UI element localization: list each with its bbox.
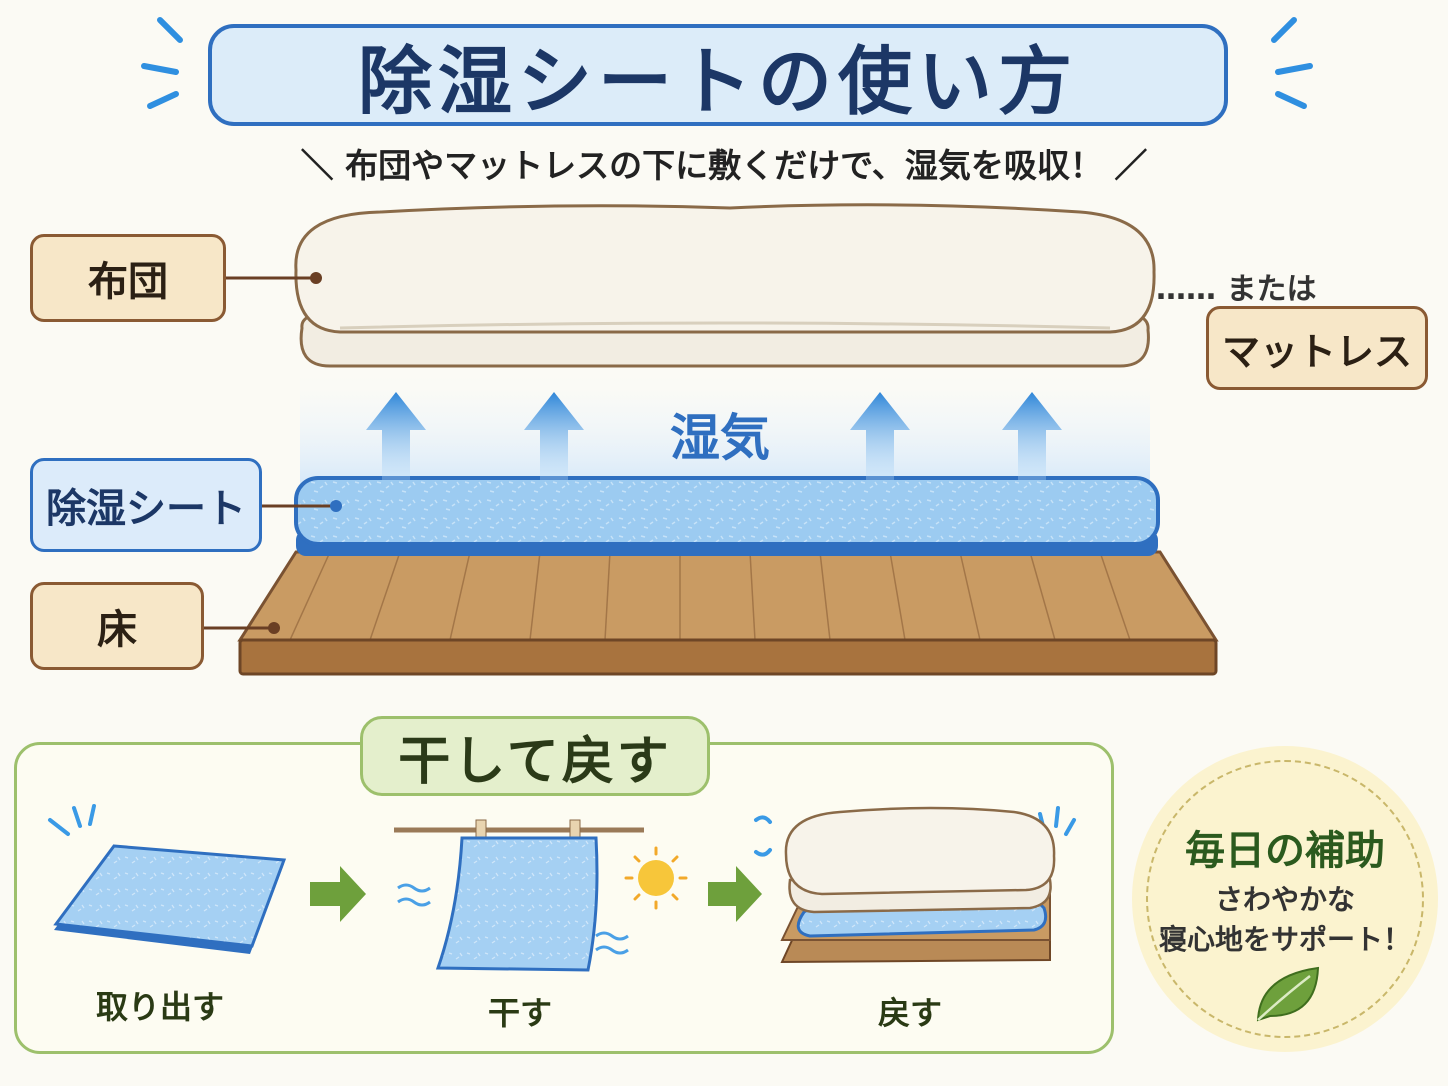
step-label-take-out: 取り出す	[95, 988, 224, 1026]
step-label-dry: 干す	[487, 994, 552, 1032]
badge-title: 毎日の補助	[1185, 828, 1385, 874]
futon	[294, 203, 1156, 368]
badge-line-1: さわやかな	[1214, 883, 1355, 916]
step-dry-sheet	[394, 819, 688, 972]
dehumidifying-sheet	[294, 476, 1160, 556]
label-or: …… または	[1156, 272, 1317, 307]
drying-title: 干して戻す	[360, 716, 710, 796]
label-futon: 布団	[30, 234, 226, 322]
leader-lines	[204, 276, 334, 630]
sparkle-right-icon	[1271, 17, 1313, 109]
badge-line-2: 寝心地をサポート！	[1158, 923, 1411, 956]
step-take-out-sheet	[48, 804, 287, 954]
label-dehumidifying-sheet: 除湿シート	[30, 458, 262, 552]
subtitle: ＼ 布団やマットレスの下に敷くだけで、湿気を吸収！ ／	[300, 146, 1148, 185]
leaf-icon	[1256, 966, 1320, 1022]
page-title: 除湿シートの使い方	[358, 38, 1078, 125]
sun-icon	[624, 846, 688, 910]
step-return-sheet	[754, 806, 1076, 964]
step-arrow-icon	[708, 866, 762, 922]
step-label-return: 戻す	[877, 994, 942, 1032]
label-moisture: 湿気	[670, 409, 770, 467]
floor-board	[237, 550, 1219, 676]
layer-diagram	[204, 203, 1219, 676]
title-banner: 除湿シートの使い方	[208, 24, 1228, 126]
drying-steps-illustration	[48, 804, 1076, 972]
moisture-arrows	[366, 392, 1062, 480]
step-arrow-icon	[310, 866, 366, 922]
label-mattress: マットレス	[1206, 306, 1428, 390]
badge-ring	[1146, 760, 1424, 1038]
label-floor: 床	[30, 582, 204, 670]
sparkle-left-icon	[141, 17, 183, 109]
